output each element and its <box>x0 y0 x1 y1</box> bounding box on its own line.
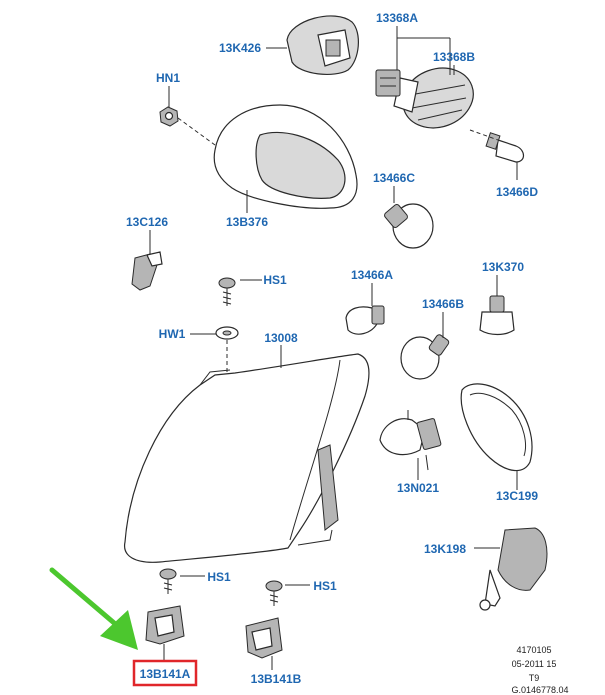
bracket-13c126 <box>131 251 163 291</box>
side-repeater-lens <box>375 67 474 129</box>
screw-hs1-top <box>218 277 236 306</box>
label-13466d: 13466D <box>496 185 538 199</box>
label-13b141b: 13B141B <box>251 672 302 686</box>
reference-line-2: 05-2011 15 <box>512 659 557 669</box>
label-13k426: 13K426 <box>219 41 261 55</box>
cover-13c199 <box>460 383 533 472</box>
bracket-13b141b <box>245 617 283 659</box>
label-13466c: 13466C <box>373 171 415 185</box>
label-13368b: 13368B <box>433 50 475 64</box>
reference-line-4: G.0146778.04 <box>511 685 568 695</box>
reference-line-1: 4170105 <box>516 645 551 655</box>
label-13368a: 13368A <box>376 11 418 25</box>
label-hs1-right: HS1 <box>313 579 337 593</box>
headlamp-body <box>124 353 370 563</box>
leader-lines <box>149 26 518 670</box>
bulb-13k370 <box>479 290 515 336</box>
bulb-13466b <box>400 334 450 380</box>
bulb-13466a <box>345 305 385 335</box>
bulb-13n021 <box>379 410 442 471</box>
label-13c126: 13C126 <box>126 215 168 229</box>
label-hs1-top: HS1 <box>263 273 287 287</box>
highlight-arrow <box>49 567 138 650</box>
label-13k198: 13K198 <box>424 542 466 556</box>
label-13n021: 13N021 <box>397 481 439 495</box>
label-13c199: 13C199 <box>496 489 538 503</box>
screw-hs1-right <box>265 580 283 606</box>
label-hs1-left: HS1 <box>207 570 231 584</box>
bracket-13b141a <box>145 605 185 645</box>
highlight-box <box>132 659 198 687</box>
label-13466a: 13466A <box>351 268 393 282</box>
side-repeater-housing <box>286 15 359 75</box>
label-hw1: HW1 <box>159 327 186 341</box>
label-13b376: 13B376 <box>226 215 268 229</box>
headlamp-rear-cover <box>213 104 358 209</box>
label-13008: 13008 <box>264 331 298 345</box>
reference-line-3: T9 <box>529 673 540 683</box>
label-13466b: 13466B <box>422 297 464 311</box>
bulb-13466c <box>384 203 434 249</box>
label-hn1: HN1 <box>156 71 180 85</box>
screw-hs1-left <box>159 568 177 594</box>
bulb-13466d <box>485 132 525 163</box>
washer-hw1 <box>215 326 239 340</box>
nut-hn1 <box>159 106 179 127</box>
label-13b141a: 13B141A <box>140 667 191 681</box>
label-13k370: 13K370 <box>482 260 524 274</box>
actuator-13k198 <box>479 527 548 611</box>
